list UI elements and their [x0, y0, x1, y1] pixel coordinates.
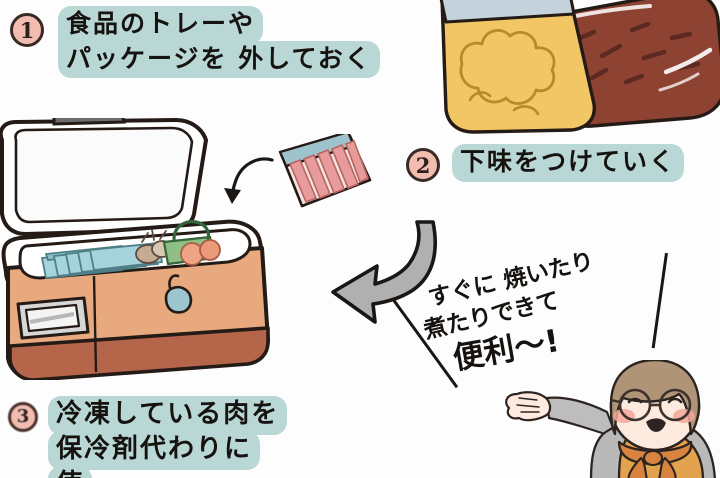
handwritten-note: すぐに 焼いたり 煮たりできて 便利〜! [418, 244, 668, 377]
sliced-meat-zip-bag [276, 130, 374, 212]
step-2-caption: 下味をつけていく [452, 144, 685, 182]
curved-arrow [325, 218, 445, 328]
miso-marinade-bag [418, 0, 603, 134]
step-3-caption-line-1: 冷凍している肉を [48, 396, 288, 435]
step-3-caption-line-3: 使 [48, 465, 93, 478]
step-1-caption: 食品のトレーや パッケージを 外しておく [58, 6, 380, 78]
cooler-box [0, 112, 296, 382]
step-3-caption: 冷凍している肉を 保冷剤代わりに 使 [48, 396, 288, 478]
step-2-number: 2 [406, 148, 440, 182]
step-1-number: 1 [10, 13, 44, 47]
step-2-caption-line-1: 下味をつけていく [452, 144, 685, 182]
step-1-caption-line-1: 食品のトレーや [58, 6, 264, 44]
step-3-number: 3 [8, 402, 38, 432]
step-1-caption-line-2: パッケージを 外しておく [58, 40, 380, 78]
step-3-caption-line-2: 保冷剤代わりに [48, 430, 261, 470]
small-hook-arrow [214, 154, 278, 214]
presenter-character [495, 358, 720, 478]
